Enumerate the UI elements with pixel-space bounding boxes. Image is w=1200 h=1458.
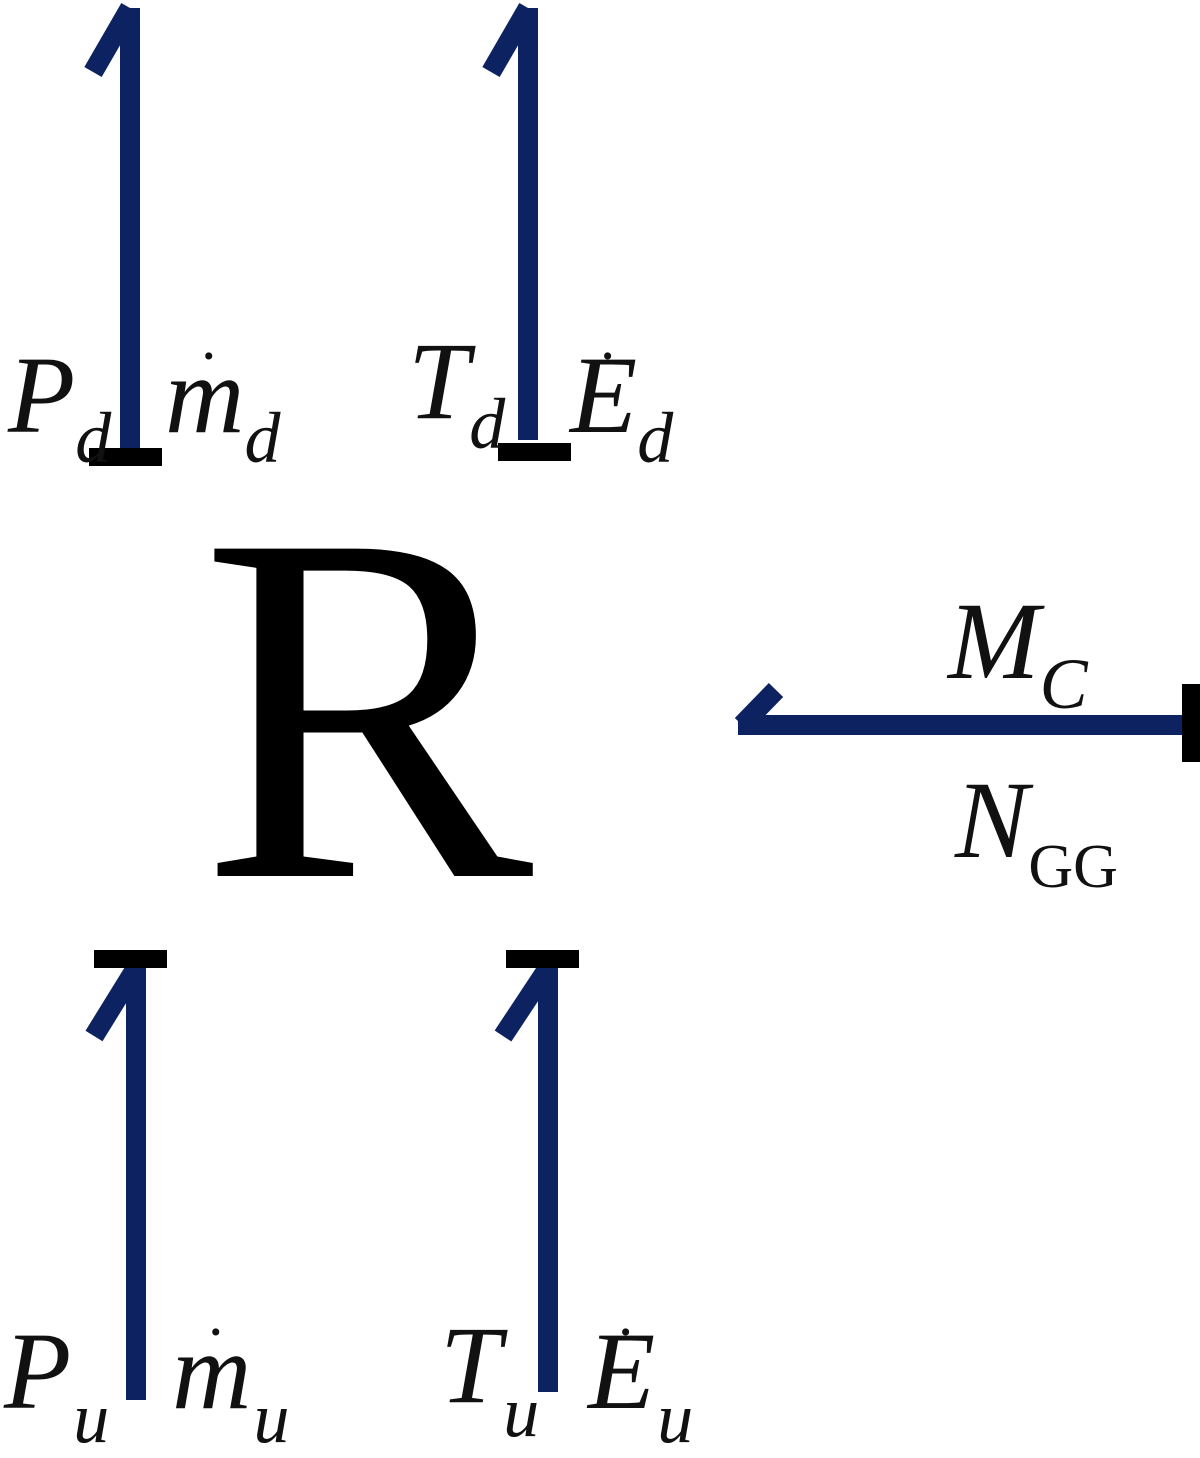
bottom-left-causal-stroke [94, 950, 167, 968]
bottom-right-half-arrow [494, 962, 557, 1042]
arrows [84, 2, 1186, 1400]
bottom-right-effort-label: Tu [440, 1304, 540, 1452]
bottom-left-flow-label: ·mu [172, 1299, 290, 1458]
right-half-arrow [734, 683, 784, 732]
right-flow-label: NGG [955, 759, 1118, 901]
bottom-right-causal-stroke [506, 950, 579, 968]
top-left-half-arrow [84, 2, 139, 78]
right-causal-stroke [1182, 684, 1200, 762]
bond-graph-diagram [84, 2, 1200, 1400]
top-left-flow-label: ·md [165, 323, 281, 478]
top-right-effort-label: Td [408, 320, 506, 464]
right-effort-label: MC [948, 580, 1088, 724]
causal-strokes [89, 443, 1200, 968]
top-right-half-arrow [482, 2, 537, 78]
top-left-causal-stroke [89, 448, 162, 466]
top-right-causal-stroke [498, 443, 571, 461]
top-right-flow-label: ·Ed [570, 323, 674, 478]
bottom-right-flow-label: ·Eu [588, 1299, 694, 1458]
block-letter: R [200, 431, 534, 985]
top-left-effort-label: Pd [8, 334, 112, 478]
bottom-left-half-arrow [85, 962, 145, 1042]
bottom-left-effort-label: Pu [4, 1310, 110, 1458]
